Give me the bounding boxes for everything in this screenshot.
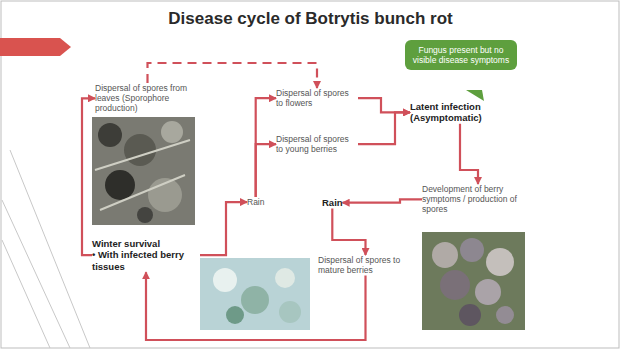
- corner-lines: [2, 150, 90, 348]
- stage-text: Development of berry symptoms / producti…: [422, 184, 534, 215]
- cycle-arrow: [332, 208, 365, 255]
- stage-text: Dispersal of spores from leaves (Sporoph…: [95, 83, 200, 114]
- flower-photo: [200, 258, 310, 330]
- cycle-arrow: [256, 98, 276, 197]
- node-label: Latent infection (Asymptomatic): [410, 101, 510, 124]
- cycle-arrow: [358, 98, 410, 112]
- callout-tail: [466, 90, 484, 101]
- node-label: Dispersal of spores to mature berries: [318, 255, 413, 275]
- node-label: Development of berry symptoms / producti…: [422, 184, 534, 215]
- node-label: Fungus present but no visible disease sy…: [411, 45, 511, 65]
- node-label: Dispersal of spores to young berries: [276, 134, 358, 154]
- node-label: Dispersal of spores to flowers: [276, 88, 358, 108]
- cycle-arrow: [343, 199, 422, 202]
- cycle-arrow: [82, 98, 95, 255]
- header-arrow: [0, 38, 71, 56]
- stage-text: Dispersal of spores to flowers: [276, 88, 358, 108]
- node-label: Rain: [322, 197, 343, 208]
- node-label: Winter survival: [92, 238, 200, 249]
- stage-text: Dispersal of spores to young berries: [276, 134, 358, 154]
- node-body: • With infected berry tissues: [92, 249, 200, 272]
- weather-text: Rain: [322, 197, 343, 208]
- stage-text: Latent infection (Asymptomatic): [410, 101, 510, 124]
- node-label: Rain: [247, 197, 264, 207]
- slide-title: Disease cycle of Botrytis bunch rot: [0, 9, 621, 29]
- cycle-arrow: [460, 124, 478, 184]
- stage-text: Winter survival• With infected berry tis…: [92, 238, 200, 272]
- node-label: Dispersal of spores from leaves (Sporoph…: [95, 83, 200, 114]
- cycle-arrow: [358, 112, 410, 144]
- cycle-arrow: [200, 202, 247, 255]
- debris-photo: [92, 117, 195, 225]
- stage-text: Dispersal of spores to mature berries: [318, 255, 413, 275]
- callout-box: Fungus present but no visible disease sy…: [405, 40, 517, 70]
- cycle-arrow: [256, 144, 276, 197]
- cycle-arrow: [146, 272, 366, 340]
- rotten-bunch-photo: [422, 232, 525, 330]
- weather-text: Rain: [247, 197, 264, 207]
